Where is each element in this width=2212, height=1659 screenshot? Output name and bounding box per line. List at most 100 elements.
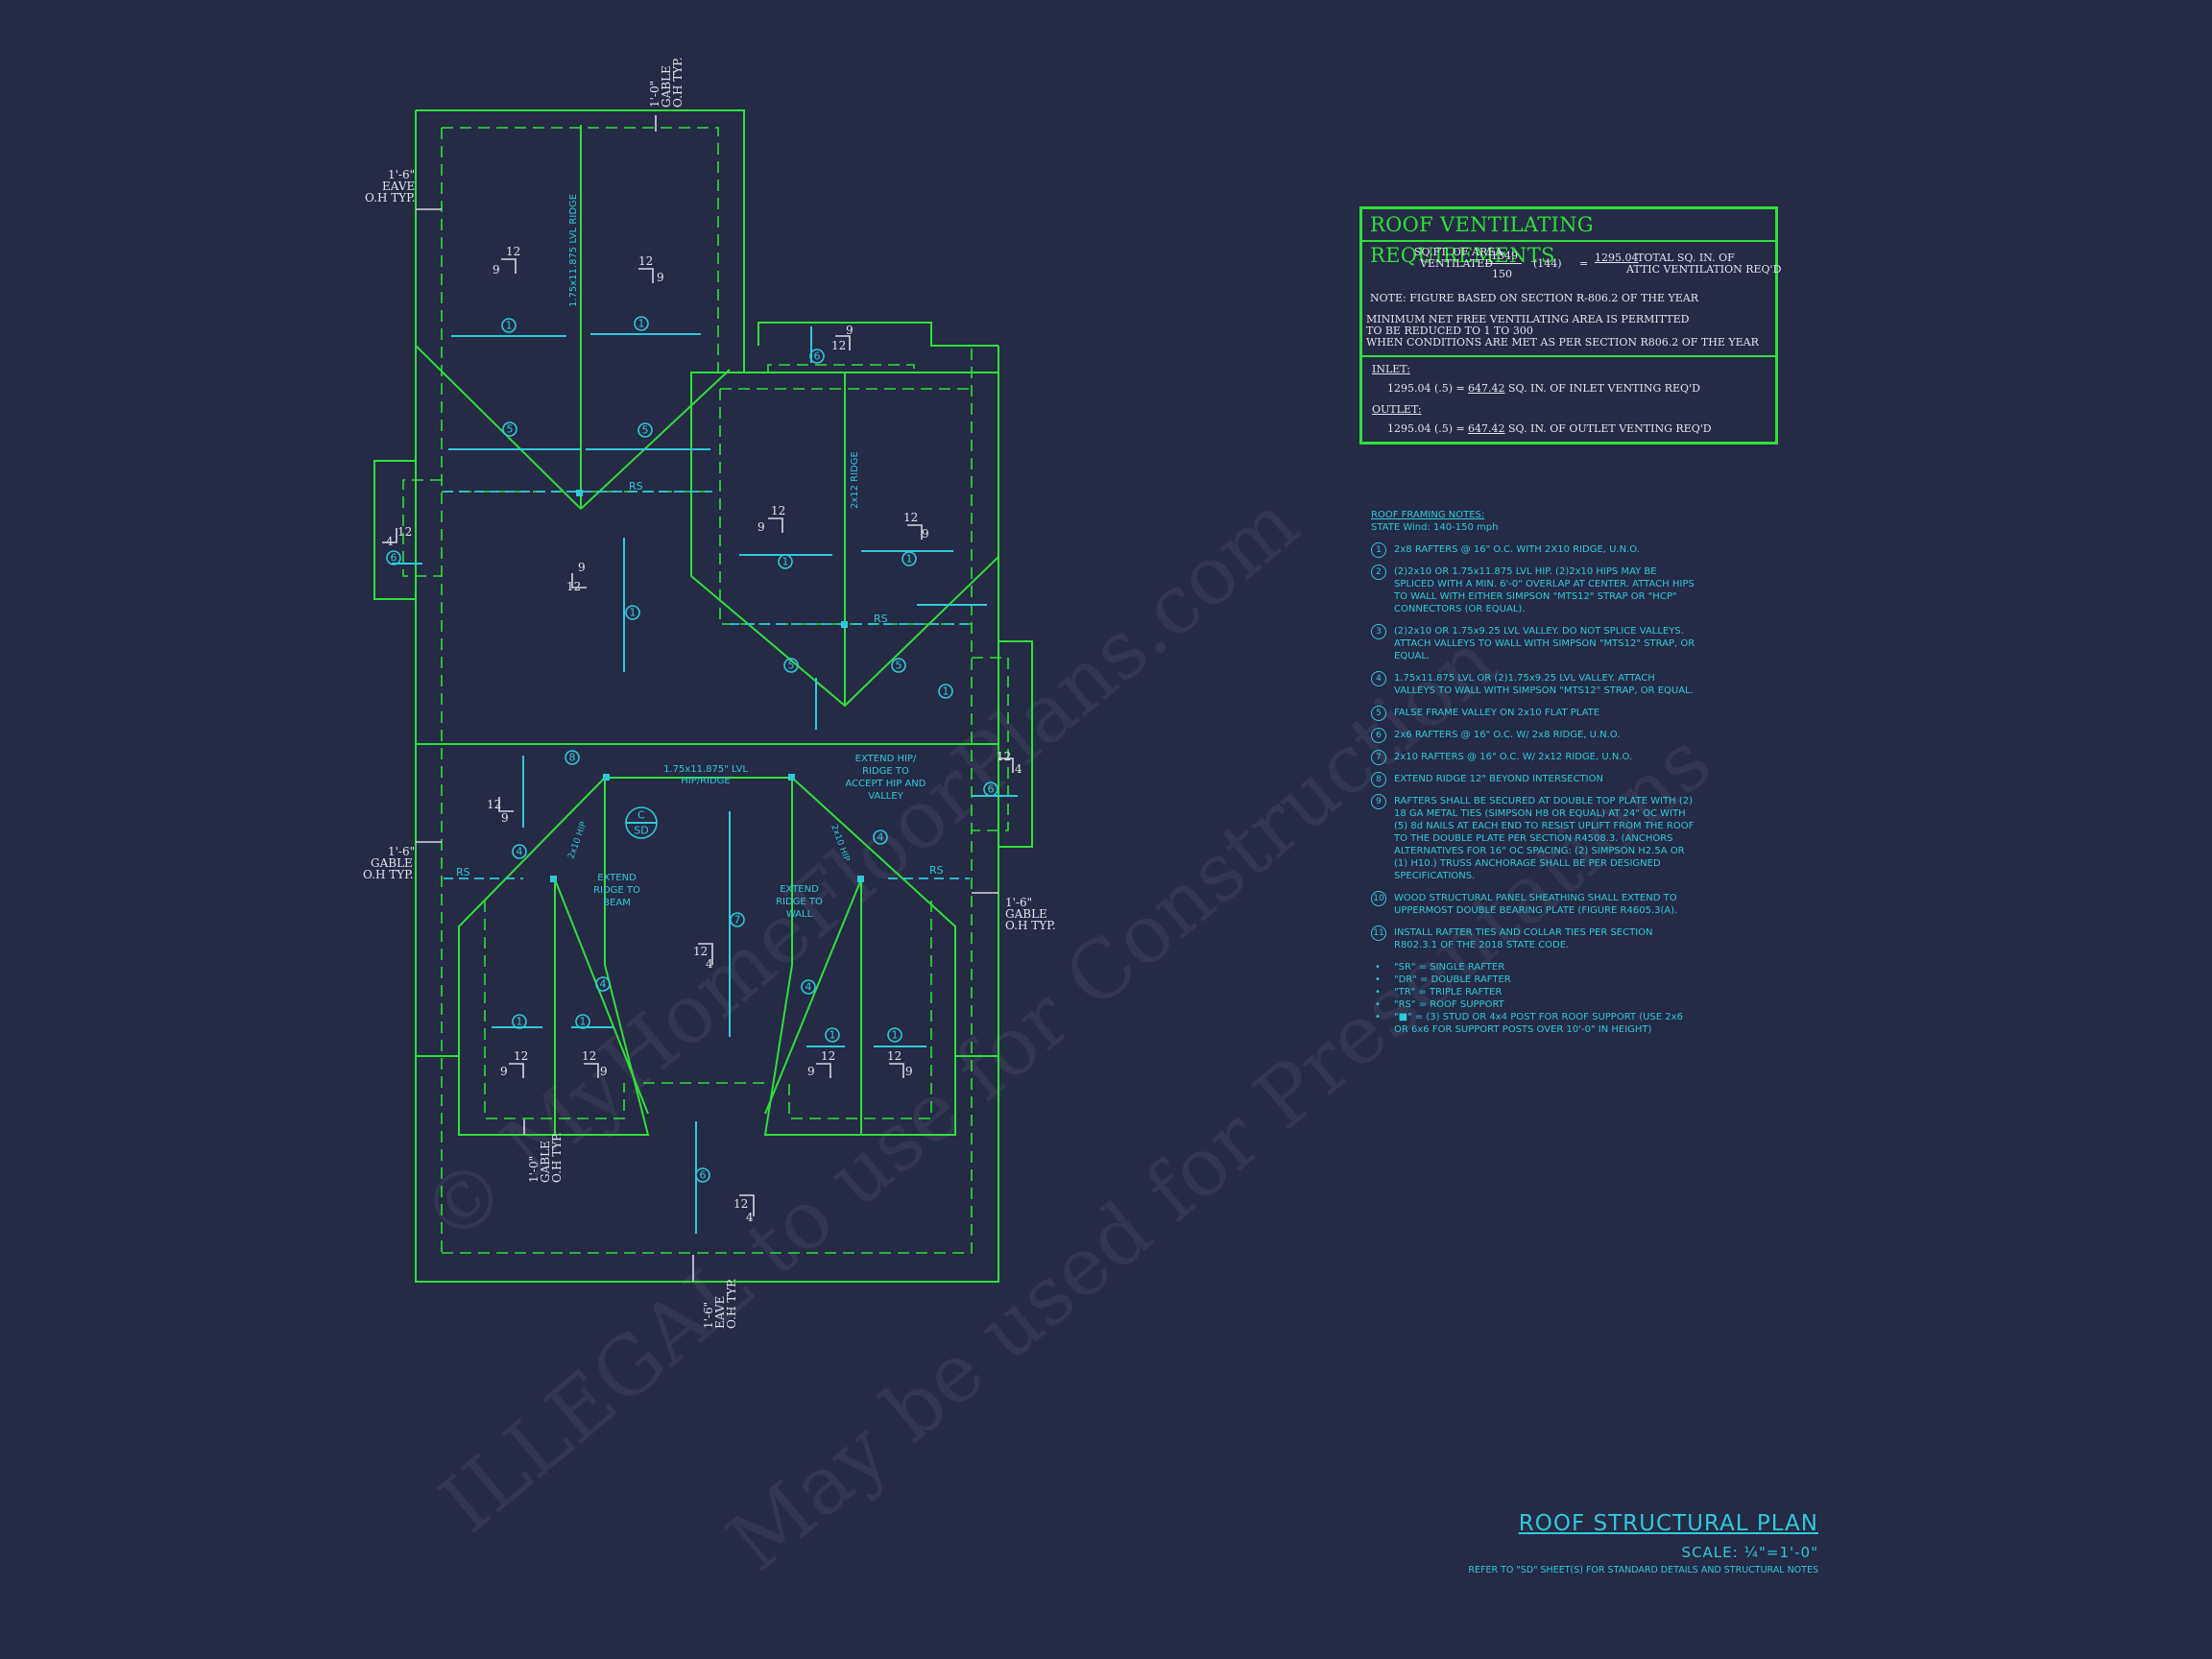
svg-text:12: 12 xyxy=(693,945,708,958)
roof-ventilating-requirements-box: ROOF VENTILATING REQUIREMENTS SQ.FT. OF … xyxy=(1359,206,1782,445)
pitch-symbol: 12 4 xyxy=(382,525,412,548)
pitch-symbol: 12 9 xyxy=(582,1049,608,1078)
svg-text:O.H TYP.: O.H TYP. xyxy=(550,1132,564,1183)
svg-text:9: 9 xyxy=(922,527,929,541)
pitch-symbol: 12 9 xyxy=(487,797,514,825)
support-posts xyxy=(550,490,864,882)
note-number-badge: 4 xyxy=(1371,671,1386,686)
legend-item: "TR" = TRIPLE RAFTER xyxy=(1375,986,1697,998)
tag-4: 4 xyxy=(595,976,611,992)
tag-7: 7 xyxy=(730,912,745,927)
svg-text:12: 12 xyxy=(771,504,785,517)
svg-text:4: 4 xyxy=(746,1211,754,1224)
pitch-symbol: 12 4 xyxy=(693,943,713,971)
svg-text:9: 9 xyxy=(846,324,854,337)
exterior-walls xyxy=(373,109,1033,1283)
sqft-divisor: 150 xyxy=(1492,268,1512,280)
notes-wind: STATE Wind: 140-150 mph xyxy=(1371,522,1499,533)
drawing-title: ROOF STRUCTURAL PLAN xyxy=(1518,1511,1818,1536)
tag-4: 4 xyxy=(512,844,527,859)
svg-text:O.H TYP.: O.H TYP. xyxy=(671,57,685,108)
legend-item: "RS" = ROOF SUPPORT xyxy=(1375,998,1697,1011)
note-number-badge: 2 xyxy=(1371,565,1386,580)
roof-support-lines xyxy=(444,491,970,879)
svg-text:4: 4 xyxy=(517,846,523,858)
pitch-symbol: 12 9 xyxy=(887,1049,913,1078)
svg-text:12: 12 xyxy=(821,1049,835,1063)
note-number-badge: 11 xyxy=(1371,926,1386,941)
svg-text:9: 9 xyxy=(757,520,765,534)
overhang-labels: 1'-0" GABLE O.H TYP. 1'-6" EAVE O.H TYP.… xyxy=(363,57,1056,1329)
note-number-badge: 3 xyxy=(1371,624,1386,639)
inlet-calc: 1295.04 (.5) = xyxy=(1387,382,1465,395)
svg-text:4: 4 xyxy=(706,957,713,971)
svg-text:9: 9 xyxy=(500,1065,508,1078)
pitch-symbol: 12 9 xyxy=(638,254,664,284)
svg-text:1: 1 xyxy=(906,553,913,565)
note-text: RAFTERS SHALL BE SECURED AT DOUBLE TOP P… xyxy=(1394,796,1695,881)
svg-text:1'-6": 1'-6" xyxy=(388,168,415,181)
vent-result-label-2: ATTIC VENTILATION REQ'D xyxy=(1626,263,1782,276)
tag-4: 4 xyxy=(801,979,816,995)
framing-note: 11 INSTALL RAFTER TIES AND COLLAR TIES PE… xyxy=(1371,926,1697,951)
note-text: EXTEND RIDGE 12" BEYOND INTERSECTION xyxy=(1394,774,1603,784)
vent-result-label-1: TOTAL SQ. IN. OF xyxy=(1637,252,1735,264)
pitch-symbol: 12 9 xyxy=(493,245,520,276)
pitch-symbol: 12 9 xyxy=(903,511,929,541)
svg-text:9: 9 xyxy=(807,1065,815,1078)
svg-text:1: 1 xyxy=(506,320,513,332)
legend-item: "■" = (3) STUD OR 4x4 POST FOR ROOF SUPP… xyxy=(1375,1011,1697,1036)
svg-text:EAVE: EAVE xyxy=(713,1296,727,1329)
note-number-badge: 5 xyxy=(1371,706,1386,721)
vent-min-1: MINIMUM NET FREE VENTILATING AREA IS PER… xyxy=(1366,313,1690,325)
svg-text:9: 9 xyxy=(657,271,664,284)
notes-title: ROOF FRAMING NOTES: xyxy=(1371,510,1485,520)
framing-note: 3(2)2x10 OR 1.75x9.25 LVL VALLEY. DO NOT… xyxy=(1371,624,1697,662)
note-text: (2)2x10 OR 1.75x11.875 LVL HIP. (2)2x10 … xyxy=(1394,566,1695,614)
legend-item: "DR" = DOUBLE RAFTER xyxy=(1375,974,1697,986)
svg-text:1: 1 xyxy=(580,1016,587,1028)
svg-text:6: 6 xyxy=(988,783,995,796)
note-number-badge: 10 xyxy=(1371,891,1386,906)
svg-text:12: 12 xyxy=(997,750,1011,763)
svg-text:12: 12 xyxy=(514,1049,528,1063)
title-block: ROOF STRUCTURAL PLAN SCALE: ¼"=1'-0" REF… xyxy=(1468,1511,1818,1575)
tag-1: 1 xyxy=(902,551,917,566)
sqft-label-2: VENTILATED xyxy=(1420,257,1494,270)
tag-8: 8 xyxy=(565,750,580,765)
svg-text:1: 1 xyxy=(630,607,637,619)
pitch-symbol: 12 9 xyxy=(757,504,785,534)
svg-text:4: 4 xyxy=(600,978,607,991)
vent-min-3: WHEN CONDITIONS ARE MET AS PER SECTION R… xyxy=(1366,336,1759,349)
pitch-symbol: 12 4 xyxy=(997,750,1022,776)
svg-text:6: 6 xyxy=(814,350,821,363)
tag-4: 4 xyxy=(873,830,888,845)
tag-1: 1 xyxy=(778,554,793,569)
svg-text:5: 5 xyxy=(507,423,514,436)
svg-text:9: 9 xyxy=(578,561,586,574)
tag-1: 1 xyxy=(575,1014,590,1029)
svg-text:12: 12 xyxy=(638,254,653,268)
svg-text:1'-6": 1'-6" xyxy=(1005,896,1032,909)
tag-1: 1 xyxy=(887,1027,902,1043)
svg-text:12: 12 xyxy=(506,245,520,258)
svg-text:1: 1 xyxy=(638,318,645,330)
svg-text:12: 12 xyxy=(831,339,846,352)
svg-text:12: 12 xyxy=(887,1049,902,1063)
legend-item: "SR" = SINGLE RAFTER xyxy=(1375,961,1697,974)
svg-text:1'-6": 1'-6" xyxy=(388,845,415,858)
svg-text:GABLE: GABLE xyxy=(1005,907,1047,921)
rs-label: RS xyxy=(874,613,888,625)
vent-result: 1295.04 xyxy=(1595,252,1639,264)
note-text: INSTALL RAFTER TIES AND COLLAR TIES PER … xyxy=(1394,927,1653,950)
svg-text:7: 7 xyxy=(734,914,741,926)
tag-6: 6 xyxy=(386,550,401,565)
svg-text:4: 4 xyxy=(805,981,812,994)
svg-text:12: 12 xyxy=(582,1049,596,1063)
